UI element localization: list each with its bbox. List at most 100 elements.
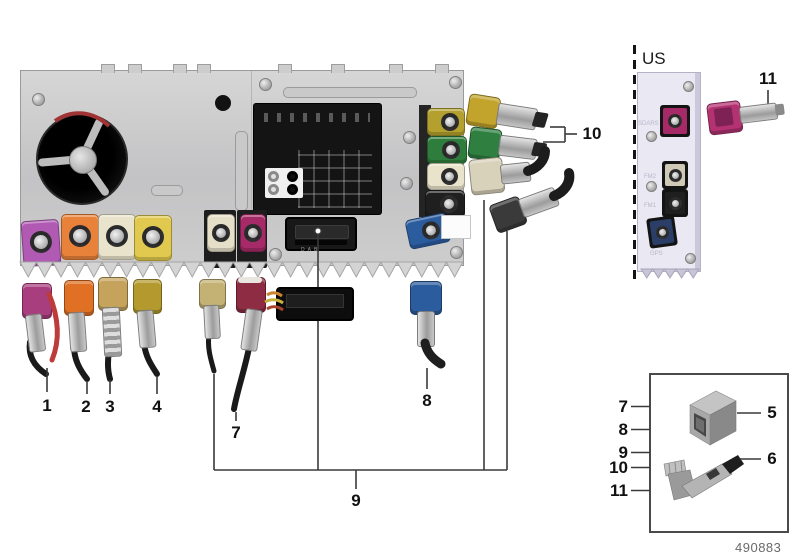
socket-bracket [204,210,236,268]
dab-port-slot [295,240,347,245]
legend-callout-11[interactable]: 11 [610,481,628,500]
plug-head [64,280,94,316]
callout-3[interactable]: 3 [105,397,115,416]
inline-connector-opening [286,294,344,308]
plug-barrel [101,306,123,358]
document-number: 490883 [735,540,782,555]
legend-callout-6[interactable]: 6 [767,449,777,468]
us-socket-sdars [660,105,690,137]
callout-8[interactable]: 8 [422,391,432,410]
plug-2-orange [64,280,108,353]
plug-barrel [499,161,532,185]
cable-plug7 [231,345,252,412]
us-sdars-label: SDARS [638,121,659,127]
plug-head-cap [238,277,262,283]
housing-opening-inner [696,417,704,433]
screw-icon [32,93,45,106]
screw-icon [269,248,282,261]
inline-connector-black [276,287,354,321]
label-tab [441,215,471,239]
socket-ring [69,225,91,247]
unit-panel-seam [251,71,252,265]
connector-tip [722,455,744,474]
screw-icon [683,81,694,92]
unit-tab [173,64,187,73]
callout-2[interactable]: 2 [81,397,91,416]
socket-magenta [240,214,266,252]
callout-11[interactable]: 11 [759,69,777,88]
legend-callout-7[interactable]: 7 [618,397,628,416]
plug-barrel [495,102,539,131]
plug-barrel [203,304,221,340]
legend-callout-8[interactable]: 8 [618,420,628,439]
callout-4[interactable]: 4 [152,397,162,416]
pin-socket [287,171,298,182]
socket-ring [142,226,164,248]
unit-tab [389,64,403,73]
us-socket-fm2 [662,161,688,189]
cap-ridge [668,462,671,475]
panel-shade [695,73,700,271]
plug-4-gold [133,279,177,351]
cap-ridge [674,461,677,474]
plug-barrel [136,309,157,349]
socket-ring [212,224,230,242]
pin-row [264,113,370,122]
pin-socket [268,184,279,195]
legend-callout-5[interactable]: 5 [767,403,777,422]
socket-ivory [207,214,235,252]
dab-port [285,217,357,251]
socket-ring [669,169,682,182]
callout-1[interactable]: 1 [42,396,52,415]
plug-7-maroon [236,277,280,353]
screw-icon [403,131,416,144]
plug-beige [199,279,239,341]
dab-port-opening [295,225,349,239]
cooling-fan [36,113,128,205]
plug-barrel [24,313,47,353]
power-pin-block [265,168,303,198]
pin-grid [298,150,372,208]
plug-barrel [240,308,263,352]
legend-box [649,373,789,533]
fan-hub [69,146,97,174]
screw-icon [450,246,463,259]
screw-icon [400,177,413,190]
head-unit: DAB [20,64,471,268]
us-region-label: US [642,49,666,68]
plug-8-blue [410,281,450,349]
connector-barrel [681,463,733,499]
quadlock-connector [253,103,382,215]
legend-item-6-connector [660,450,752,514]
socket-ring [440,195,458,213]
callout-9[interactable]: 9 [351,491,361,510]
socket-ring [441,113,459,131]
socket-ring [669,197,682,210]
socket-yellow [134,215,172,261]
callout-7[interactable]: 7 [231,423,241,442]
socket-ring [106,225,128,247]
connector-band [706,468,720,480]
callout-lines [46,90,769,492]
plug-1-violet [22,283,68,353]
dab-port-label: DAB [301,247,321,253]
us-gps-label: GPS [650,251,663,257]
pin-socket [287,184,298,195]
unit-tab [435,64,449,73]
callout-10[interactable]: 10 [582,124,602,143]
socket-bracket [237,210,267,268]
unit-serrated-edge [19,260,464,279]
unit-tab [197,64,211,73]
socket-ring [244,224,262,242]
plug-head [133,279,162,314]
legend-callout-9[interactable]: 9 [618,443,628,462]
plug-barrel [417,311,435,347]
socket-orange [61,214,99,260]
housing-graphic [689,390,737,446]
vent-slot [283,87,417,98]
legend-callout-10[interactable]: 10 [609,458,628,477]
plug-head-opening [713,106,734,127]
socket-ring [442,141,460,159]
screw-icon [449,76,462,89]
